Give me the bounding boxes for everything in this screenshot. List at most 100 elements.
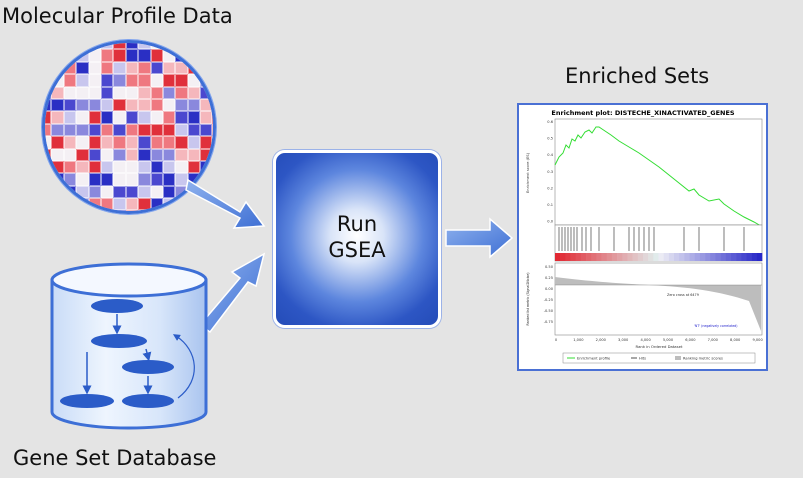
color-bar-cell [632, 253, 639, 261]
heatmap-cell [100, 74, 114, 87]
heatmap-cell [100, 61, 114, 75]
heatmap-cell [162, 173, 176, 186]
heatmap-cell [125, 98, 139, 112]
heatmap-cell [51, 98, 64, 112]
heatmap-cell [76, 160, 89, 174]
heatmap-cell [125, 136, 139, 149]
heatmap-cell [45, 61, 52, 75]
arrow-database-to-run [198, 252, 266, 334]
enrichment-plot-title: Enrichment plot: DISTECHE_XINACTIVATED_G… [551, 109, 735, 117]
heatmap-cell [100, 49, 114, 62]
heatmap-cell [113, 98, 126, 112]
y-tick-bottom: -0.50 [544, 309, 554, 313]
heatmap-cell [113, 198, 126, 211]
heatmap-cell [212, 123, 213, 137]
color-bar-cell [570, 253, 576, 261]
color-bar-cell [679, 253, 685, 261]
heatmap-cell [162, 61, 176, 75]
heatmap-cell [138, 185, 151, 199]
heatmap-cell [51, 136, 64, 149]
heatmap-cell [150, 111, 163, 124]
y-tick-bottom: 0.00 [545, 287, 554, 291]
heatmap-cell [150, 210, 163, 211]
heatmap-cell [45, 210, 52, 211]
enriched-sets-label: Enriched Sets [565, 64, 710, 88]
heatmap-cell [88, 210, 101, 211]
heatmap-cell [51, 61, 64, 75]
heatmap-cell [63, 49, 77, 62]
color-bar-cell [637, 253, 644, 261]
heatmap-cell [200, 136, 213, 149]
color-bar-cell [694, 253, 701, 261]
x-tick: 0 [555, 338, 558, 342]
heatmap-cell [100, 173, 114, 186]
ylabel-top: Enrichment score (ES) [526, 152, 530, 193]
heatmap-cell [63, 210, 77, 211]
x-tick: 8,000 [730, 338, 741, 342]
heatmap-cell [45, 148, 52, 161]
color-bar-cell [627, 253, 633, 261]
color-bar-cell [658, 253, 664, 261]
ranked-metric-panel [554, 262, 763, 336]
heatmap-cell [212, 210, 213, 211]
heatmap-cell [138, 210, 151, 211]
x-tick: 6,000 [685, 338, 696, 342]
x-tick: 3,000 [618, 338, 629, 342]
heatmap-cell [125, 173, 139, 186]
run-label: Run [336, 212, 378, 236]
heatmap-cell [88, 160, 101, 174]
heatmap-cell [200, 86, 213, 99]
heatmap-cell [51, 49, 64, 62]
heatmap-cell [100, 98, 114, 112]
color-bar-cell [580, 253, 587, 261]
molecular-profile-heatmap [42, 40, 216, 214]
heatmap-cell [51, 173, 64, 186]
heatmap-cell [150, 61, 163, 75]
heatmap-cell [100, 185, 114, 199]
color-bar-cell [622, 253, 628, 261]
heatmap-cell [113, 136, 126, 149]
heatmap-cell [125, 123, 139, 137]
color-bar-cell [710, 253, 716, 261]
hits-marks [558, 227, 745, 251]
heatmap-cell [88, 61, 101, 75]
x-tick: 1,000 [573, 338, 584, 342]
heatmap-cell [100, 160, 114, 174]
heatmap-cell [175, 123, 188, 137]
heatmap-cell [45, 86, 52, 99]
heatmap-cell [88, 198, 101, 211]
heatmap-cell [187, 210, 201, 211]
heatmap-cell [76, 49, 89, 62]
heatmap-cell [200, 111, 213, 124]
heatmap-cell [113, 210, 126, 211]
heatmap-cell [138, 148, 151, 161]
heatmap-cell [162, 43, 176, 50]
heatmap-cell [162, 136, 176, 149]
heatmap-cell [175, 136, 188, 149]
color-bar-cell [606, 253, 613, 261]
x-tick: 4,000 [640, 338, 651, 342]
heatmap-cell [51, 160, 64, 174]
heatmap-cell [200, 173, 213, 186]
heatmap-cell [63, 111, 77, 124]
heatmap-cell [88, 74, 101, 87]
heatmap-cell [113, 49, 126, 62]
heatmap-cell [150, 98, 163, 112]
heatmap-cell [63, 61, 77, 75]
heatmap-cell [175, 74, 188, 87]
heatmap-cell [88, 173, 101, 186]
color-bar-cell [565, 253, 571, 261]
heatmap-cell [212, 148, 213, 161]
y-tick-bottom: 0.25 [545, 276, 553, 280]
heatmap-cell [51, 74, 64, 87]
heatmap-cell [150, 43, 163, 50]
heatmap-cell [100, 136, 114, 149]
heatmap-cell [45, 173, 52, 186]
heatmap-cell [212, 74, 213, 87]
heatmap-cell [200, 160, 213, 174]
legend-enrichment-profile: Enrichment profile [577, 357, 611, 361]
heatmap-cell [51, 148, 64, 161]
heatmap-cell [63, 160, 77, 174]
heatmap-cell [113, 61, 126, 75]
heatmap-cell [51, 210, 64, 211]
